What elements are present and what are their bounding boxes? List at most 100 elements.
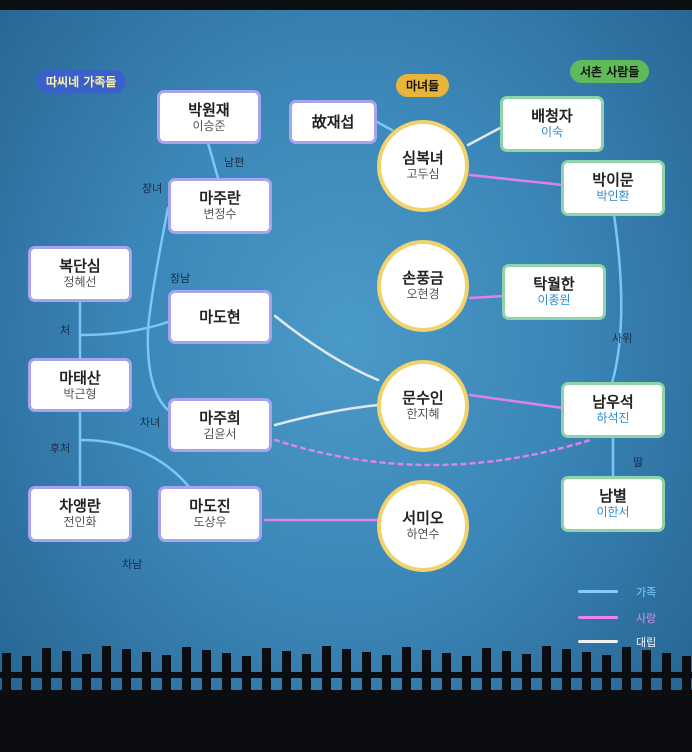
fence-picket xyxy=(482,648,491,752)
legend-label-family: 가족 xyxy=(636,586,657,599)
character-name: 故재섭 xyxy=(311,113,355,131)
fence-picket xyxy=(642,650,651,752)
character-card-ma-dojin[interactable]: 마도진 도상우 xyxy=(158,486,262,542)
fence-picket xyxy=(302,654,311,752)
fence-picket xyxy=(282,651,291,752)
fence-picket xyxy=(202,650,211,752)
fence-picket xyxy=(582,652,591,752)
fence-picket xyxy=(602,655,611,752)
fence-picket xyxy=(522,654,531,752)
top-bar xyxy=(0,0,692,10)
legend-line-conflict xyxy=(578,640,618,643)
fence-picket xyxy=(262,648,271,752)
fence-picket xyxy=(442,653,451,752)
actor-name: 전인화 xyxy=(63,515,97,529)
character-name: 차앵란 xyxy=(59,497,101,515)
fence-picket xyxy=(502,651,511,752)
character-card-ma-juhee[interactable]: 마주희 김윤서 xyxy=(168,398,272,452)
character-card-park-imun[interactable]: 박이문 박인환 xyxy=(561,160,665,216)
fence-picket xyxy=(622,647,631,752)
actor-name: 이한서 xyxy=(596,505,630,519)
character-name: 마주희 xyxy=(199,409,241,427)
character-name: 남우석 xyxy=(592,393,634,411)
character-card-bok-dansim[interactable]: 복단심 정혜선 xyxy=(28,246,132,302)
actor-name: 고두심 xyxy=(406,167,440,181)
character-card-nam-byeol[interactable]: 남별 이한서 xyxy=(561,476,665,532)
relation-label-wife: 처 xyxy=(60,324,71,337)
fence-picket xyxy=(122,649,131,752)
conflict-line xyxy=(466,126,502,147)
family-line xyxy=(206,141,220,180)
actor-name: 박근형 xyxy=(63,387,97,401)
character-circle-son-punggeum[interactable]: 손풍금 오현경 xyxy=(377,240,469,332)
actor-name: 변정수 xyxy=(203,207,237,221)
legend-line-love xyxy=(578,616,618,619)
relation-label-eldest-daughter: 장녀 xyxy=(142,182,163,195)
character-name: 박원재 xyxy=(188,101,230,119)
character-card-late-jaesup[interactable]: 故재섭 xyxy=(289,100,377,144)
header-left: 따씨네 가족들 xyxy=(36,70,127,93)
fence-picket xyxy=(682,656,691,752)
family-line xyxy=(78,320,170,337)
legend-label-love: 사랑 xyxy=(636,612,657,625)
character-name: 문수인 xyxy=(402,389,444,407)
actor-name: 도상우 xyxy=(193,515,227,529)
character-card-cha-aengran[interactable]: 차앵란 전인화 xyxy=(28,486,132,542)
character-card-ma-taesan[interactable]: 마태산 박근형 xyxy=(28,358,132,412)
character-circle-sim-boknyeo[interactable]: 심복녀 고두심 xyxy=(377,120,469,212)
character-name: 남별 xyxy=(599,487,627,505)
fence-picket xyxy=(402,647,411,752)
family-line xyxy=(78,438,192,490)
character-name: 마태산 xyxy=(59,369,101,387)
actor-name: 이숙 xyxy=(540,125,564,139)
character-card-ma-juran[interactable]: 마주란 변정수 xyxy=(168,178,272,234)
character-card-bae-cheongja[interactable]: 배청자 이숙 xyxy=(500,96,604,152)
fence-picket xyxy=(182,647,191,752)
character-circle-mun-suin[interactable]: 문수인 한지혜 xyxy=(377,360,469,452)
character-circle-seo-mio[interactable]: 서미오 하연수 xyxy=(377,480,469,572)
love-line xyxy=(468,294,505,300)
character-name: 마주란 xyxy=(199,189,241,207)
character-card-tak-wolhan[interactable]: 탁월한 이종원 xyxy=(502,264,606,320)
relation-label-son-in-law: 사위 xyxy=(612,332,633,345)
fence-picket xyxy=(342,649,351,752)
character-name: 복단심 xyxy=(59,257,101,275)
actor-name: 하석진 xyxy=(596,411,630,425)
character-name: 심복녀 xyxy=(402,149,444,167)
character-name: 배청자 xyxy=(531,107,573,125)
relation-label-second-wife: 후처 xyxy=(50,442,71,455)
fence-picket xyxy=(662,653,671,752)
conflict-line xyxy=(273,403,380,427)
relation-label-second-daughter: 차녀 xyxy=(140,416,161,429)
legend-line-family xyxy=(578,590,618,593)
fence-picket xyxy=(322,646,331,752)
fence-picket xyxy=(542,646,551,752)
relation-label-husband: 남편 xyxy=(224,156,245,169)
actor-name: 박인환 xyxy=(596,189,630,203)
fence-picket xyxy=(42,648,51,752)
relation-label-eldest-son: 장남 xyxy=(170,272,191,285)
fence-picket xyxy=(162,655,171,752)
fence-picket xyxy=(62,651,71,752)
actor-name: 오현경 xyxy=(406,287,440,301)
fence-picket xyxy=(222,653,231,752)
fence-picket xyxy=(462,656,471,752)
actor-name: 한지혜 xyxy=(406,407,440,421)
fence-picket xyxy=(142,652,151,752)
character-name: 손풍금 xyxy=(402,269,444,287)
fence-picket xyxy=(82,654,91,752)
love-line xyxy=(468,393,565,410)
character-card-park-wonjae[interactable]: 박원재 이승준 xyxy=(157,90,261,144)
character-card-nam-useok[interactable]: 남우석 하석진 xyxy=(561,382,665,438)
character-card-ma-dohyun[interactable]: 마도현 xyxy=(168,290,272,344)
fence-picket xyxy=(2,653,11,752)
fence-picket xyxy=(22,656,31,752)
fence-picket xyxy=(382,655,391,752)
character-name: 박이문 xyxy=(592,171,634,189)
family-line xyxy=(375,120,394,132)
family-line xyxy=(146,206,170,412)
character-name: 마도진 xyxy=(189,497,231,515)
fence-picket xyxy=(102,646,111,752)
